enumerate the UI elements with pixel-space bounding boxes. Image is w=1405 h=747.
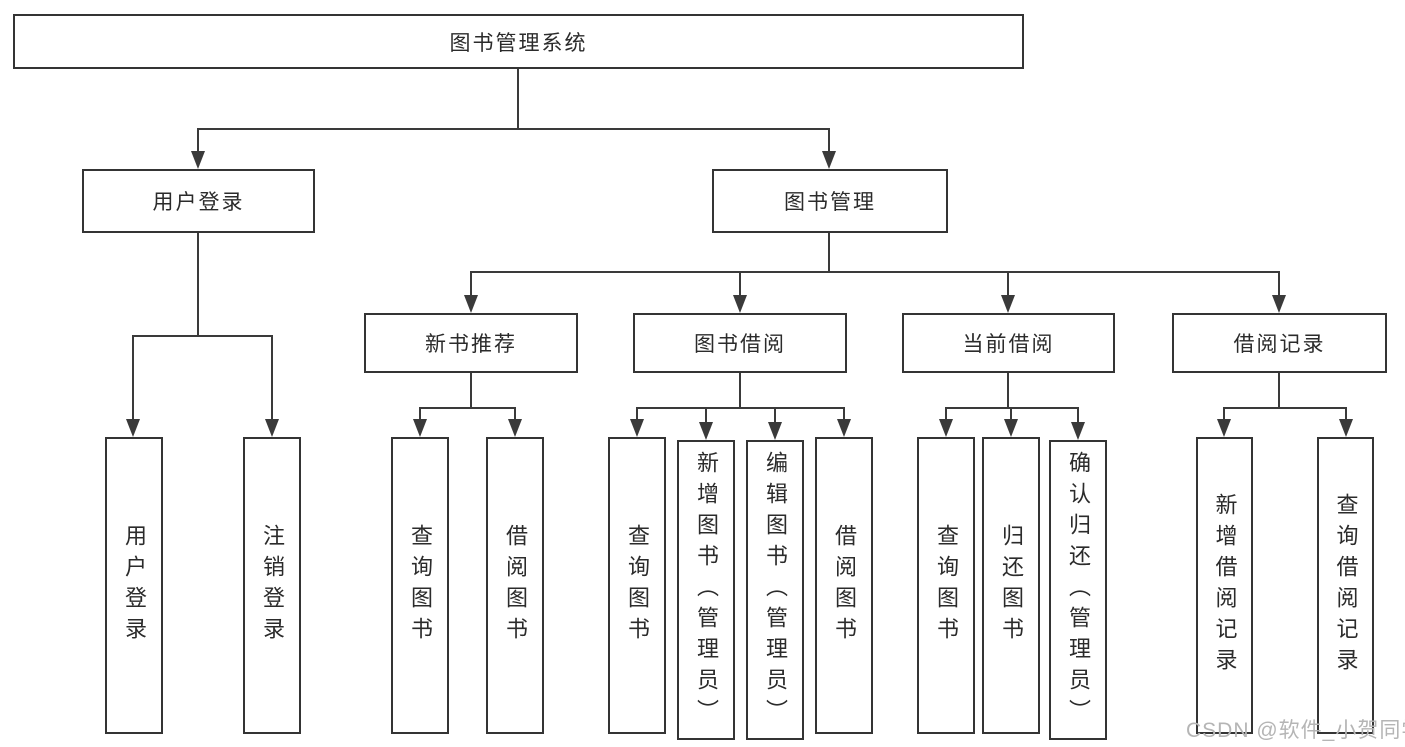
node-current-borrow-label: 当前借阅 — [962, 333, 1055, 356]
leaf-query-books-recommend-label: 查询图书 — [408, 523, 433, 648]
leaf-add-book-admin: 新增图书（管理员） — [677, 440, 735, 740]
connector-v — [470, 373, 472, 409]
leaf-logout-label: 注销登录 — [260, 523, 285, 648]
node-current-borrow: 当前借阅 — [902, 313, 1115, 373]
connector-h — [945, 407, 1079, 409]
arrowhead-down-icon — [191, 151, 205, 169]
connector-v — [419, 407, 421, 421]
connector-v — [636, 407, 638, 421]
connector-v — [1278, 373, 1280, 409]
connector-v — [1278, 271, 1280, 297]
connector-v — [1345, 407, 1347, 421]
connector-h — [1223, 407, 1347, 409]
node-book-borrow: 图书借阅 — [633, 313, 847, 373]
arrowhead-down-icon — [413, 419, 427, 437]
leaf-logout: 注销登录 — [243, 437, 301, 734]
arrowhead-down-icon — [1004, 419, 1018, 437]
arrowhead-down-icon — [464, 295, 478, 313]
arrowhead-down-icon — [822, 151, 836, 169]
node-root-label: 图书管理系统 — [449, 31, 588, 55]
arrowhead-down-icon — [939, 419, 953, 437]
leaf-borrow-books-recommend-label: 借阅图书 — [503, 523, 528, 648]
leaf-add-borrow-record: 新增借阅记录 — [1196, 437, 1253, 734]
connector-v — [739, 373, 741, 409]
connector-h — [132, 335, 273, 337]
leaf-add-borrow-record-label: 新增借阅记录 — [1212, 492, 1238, 679]
leaf-return-books-label: 归还图书 — [999, 523, 1024, 648]
leaf-query-books-recommend: 查询图书 — [391, 437, 449, 734]
watermark: CSDN @软件_小贺同学 — [1186, 719, 1405, 742]
connector-h — [198, 128, 830, 130]
arrowhead-down-icon — [1001, 295, 1015, 313]
node-new-book-recommend-label: 新书推荐 — [425, 333, 517, 356]
arrowhead-down-icon — [1071, 422, 1085, 440]
leaf-confirm-return-admin-label: 确认归还（管理员） — [1066, 450, 1091, 730]
leaf-user-login-label: 用户登录 — [122, 523, 147, 648]
arrowhead-down-icon — [768, 422, 782, 440]
connector-h — [419, 407, 516, 409]
leaf-edit-book-admin-label: 编辑图书（管理员） — [763, 450, 788, 730]
connector-v — [1223, 407, 1225, 421]
connector-v — [132, 335, 134, 421]
arrowhead-down-icon — [265, 419, 279, 437]
connector-h — [636, 407, 845, 409]
connector-v — [1010, 407, 1012, 421]
arrowhead-down-icon — [1339, 419, 1353, 437]
leaf-borrow-books-recommend: 借阅图书 — [486, 437, 544, 734]
node-root: 图书管理系统 — [13, 14, 1024, 69]
leaf-query-books-current: 查询图书 — [917, 437, 975, 734]
leaf-confirm-return-admin: 确认归还（管理员） — [1049, 440, 1107, 740]
connector-v — [945, 407, 947, 421]
connector-v — [514, 407, 516, 421]
connector-v — [1007, 271, 1009, 297]
connector-v — [705, 407, 707, 424]
node-new-book-recommend: 新书推荐 — [364, 313, 578, 373]
leaf-borrow-books-borrow: 借阅图书 — [815, 437, 873, 734]
arrowhead-down-icon — [1217, 419, 1231, 437]
connector-v — [1077, 407, 1079, 424]
connector-v — [739, 271, 741, 297]
arrowhead-down-icon — [733, 295, 747, 313]
connector-v — [197, 233, 199, 337]
leaf-edit-book-admin: 编辑图书（管理员） — [746, 440, 804, 740]
connector-h — [470, 271, 1280, 273]
leaf-user-login: 用户登录 — [105, 437, 163, 734]
connector-v — [843, 407, 845, 421]
connector-v — [1007, 373, 1009, 409]
node-user-login-label: 用户登录 — [152, 191, 245, 214]
leaf-query-borrow-record: 查询借阅记录 — [1317, 437, 1374, 734]
node-borrow-records: 借阅记录 — [1172, 313, 1387, 373]
connector-v — [828, 233, 830, 273]
connector-v — [197, 128, 199, 154]
arrowhead-down-icon — [1272, 295, 1286, 313]
arrowhead-down-icon — [630, 419, 644, 437]
arrowhead-down-icon — [837, 419, 851, 437]
connector-v — [470, 271, 472, 297]
connector-v — [828, 128, 830, 154]
node-book-management-label: 图书管理 — [784, 191, 876, 214]
node-user-login: 用户登录 — [82, 169, 315, 233]
leaf-return-books: 归还图书 — [982, 437, 1040, 734]
connector-v — [517, 69, 519, 130]
arrowhead-down-icon — [699, 422, 713, 440]
node-book-borrow-label: 图书借阅 — [694, 333, 786, 356]
leaf-query-borrow-record-label: 查询借阅记录 — [1333, 492, 1359, 679]
arrowhead-down-icon — [126, 419, 140, 437]
leaf-query-books-current-label: 查询图书 — [934, 523, 959, 648]
node-borrow-records-label: 借阅记录 — [1233, 333, 1326, 356]
node-book-management: 图书管理 — [712, 169, 948, 233]
leaf-query-books-borrow: 查询图书 — [608, 437, 666, 734]
leaf-borrow-books-borrow-label: 借阅图书 — [832, 523, 857, 648]
connector-v — [271, 335, 273, 421]
connector-v — [774, 407, 776, 424]
leaf-query-books-borrow-label: 查询图书 — [625, 523, 650, 648]
arrowhead-down-icon — [508, 419, 522, 437]
leaf-add-book-admin-label: 新增图书（管理员） — [694, 450, 719, 730]
